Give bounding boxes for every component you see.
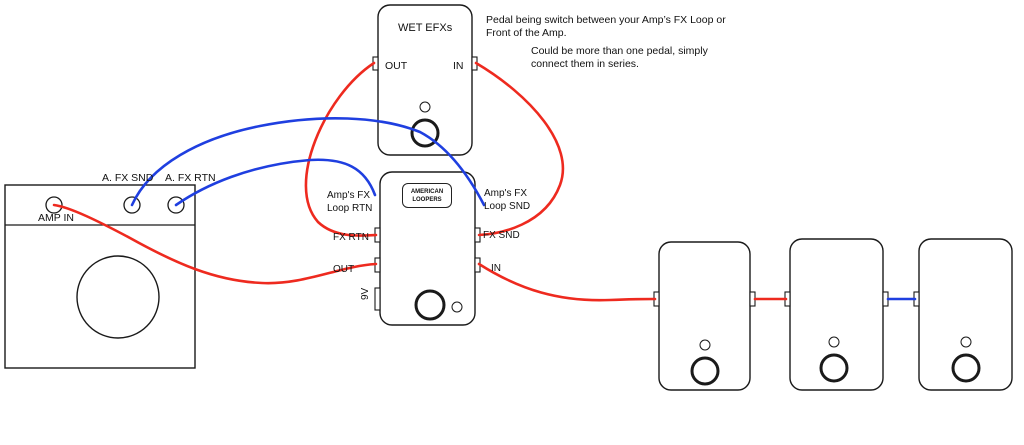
chain-pedal-1-led [699,339,711,351]
amp-in-label: AMP IN [38,212,74,224]
amp-fx-snd-label: A. FX SND [102,172,154,184]
wet-pedal-title: WET EFXs [398,22,453,34]
looper-right-top-line-2: Loop SND [484,201,531,212]
chain-pedal-2 [784,238,889,391]
looper-left-top-line-1: Amp's FX [327,190,371,201]
chain-pedal-2-led [828,336,840,348]
cable-wet-out-to-looper-rtn [304,61,378,237]
cable-wet-in-to-looper-snd [474,61,565,237]
amp-speaker [76,255,160,339]
looper-fx-rtn-label: FX RTN [333,232,369,243]
cable-looper-in-to-chain [477,262,657,302]
cable-looper-out-to-amp-in [52,203,378,285]
wet-in-label: IN [453,60,464,72]
note-line-4: connect them in series. [531,58,639,70]
chain-pedal-2-footswitch [819,353,849,383]
looper-fx-snd-label: FX SND [483,230,520,241]
chain-pedal-1 [653,241,756,391]
looper-brand-line-1: AMERICAN [410,189,444,195]
looper-out-label: OUT [333,264,355,275]
note-line-2: Front of the Amp. [486,27,567,39]
wet-out-label: OUT [385,60,408,72]
looper-footswitch [414,289,446,321]
cables [52,61,917,302]
wet-efx-pedal [372,4,478,156]
note-line-3: Could be more than one pedal, simply [531,45,708,57]
looper-power-jack [374,287,381,311]
looper-in-label: IN [491,263,501,274]
cable-amp-fx-snd [130,117,486,207]
cable-amp-fx-rtn [174,158,377,207]
looper-power-label: 9V [360,287,371,300]
chain-pedal-3-footswitch [951,353,981,383]
amplifier [4,184,196,369]
looper-brand-badge: AMERICAN LOOPERS [402,183,452,208]
wet-led [419,101,431,113]
looper-led [451,301,463,313]
looper-right-top-line-1: Amp's FX [484,188,528,199]
chain-pedal-1-footswitch [690,356,720,386]
note-line-1: Pedal being switch between your Amp’s FX… [486,14,726,26]
looper-brand-line-2: LOOPERS [412,197,442,203]
looper-pedal [374,171,481,326]
chain-pedal-3 [913,238,1013,391]
amp-fx-rtn-label: A. FX RTN [165,172,216,184]
looper-left-top-line-2: Loop RTN [327,203,373,214]
chain-pedal-3-led [960,336,972,348]
